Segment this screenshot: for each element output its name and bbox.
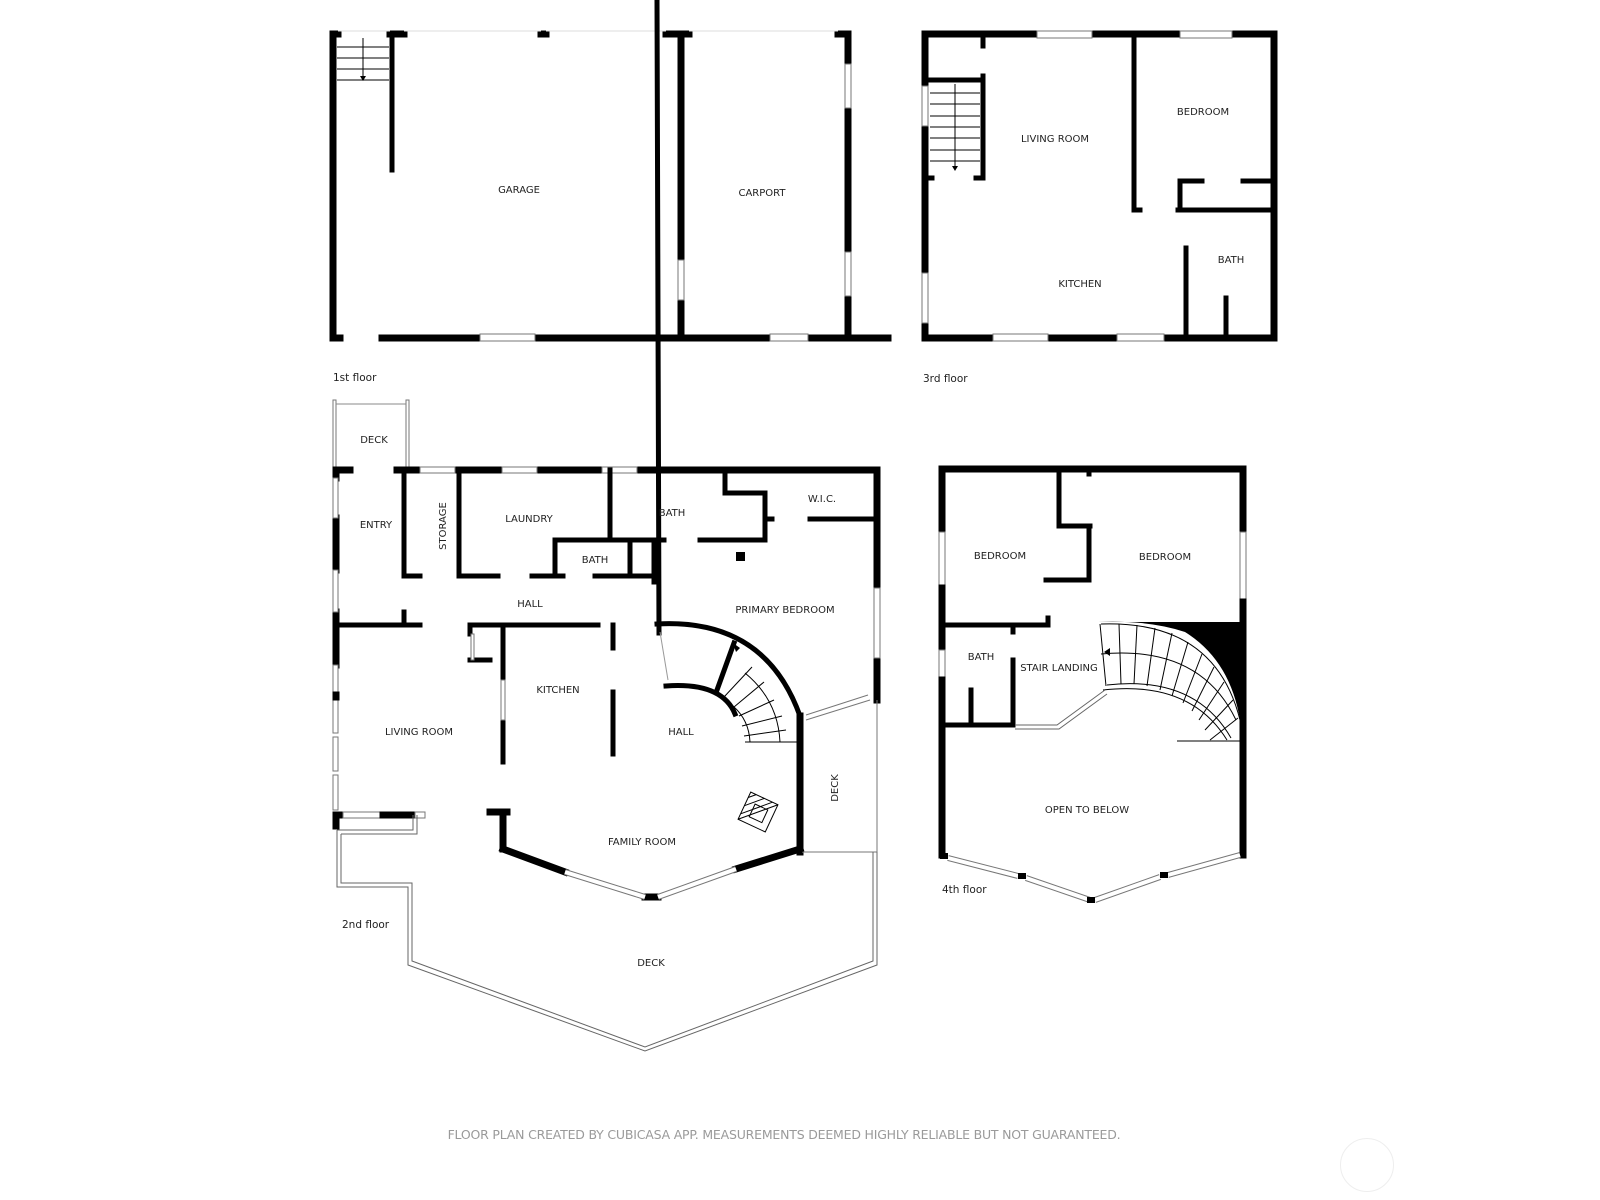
room-label-kitchen: KITCHEN	[536, 685, 579, 696]
room-label-hall-upper: HALL	[517, 599, 543, 610]
window-diag	[564, 866, 738, 900]
room-label-carport: CARPORT	[738, 188, 786, 199]
spiral-stairs-icon	[1015, 623, 1241, 742]
room-label-wic: W.I.C.	[808, 494, 836, 505]
room-label-bath-upper: BATH	[659, 508, 686, 519]
spiral-stairs-icon	[654, 0, 804, 743]
room-label-living-room: LIVING ROOM	[1021, 134, 1089, 145]
fireplace-icon	[737, 791, 779, 833]
room-label-hall-lower: HALL	[668, 727, 694, 738]
stairs-icon	[337, 38, 389, 81]
room-label-storage: STORAGE	[438, 502, 449, 550]
window-diag	[947, 852, 1241, 903]
floor-1st: GARAGE CARPORT 1st floor	[329, 30, 892, 384]
disclaimer-text: FLOOR PLAN CREATED BY CUBICASA APP. MEAS…	[447, 1127, 1121, 1142]
room-label-kitchen: KITCHEN	[1058, 279, 1101, 290]
room-label-bath: BATH	[1218, 255, 1245, 266]
deck-railing	[336, 815, 878, 1052]
room-label-entry: ENTRY	[360, 520, 393, 531]
floor-label-3rd: 3rd floor	[923, 373, 968, 385]
stairs-icon	[930, 84, 980, 171]
floor-label-1st: 1st floor	[333, 372, 377, 384]
room-label-bath: BATH	[968, 652, 995, 663]
floor-label-2nd: 2nd floor	[342, 919, 390, 931]
room-label-garage: GARAGE	[498, 185, 540, 196]
disclaimer-footer: FLOOR PLAN CREATED BY CUBICASA APP. MEAS…	[0, 1127, 1600, 1142]
room-label-stair-landing: STAIR LANDING	[1020, 663, 1098, 674]
floor-2nd: DECK ENTRY STORAGE LAUNDRY BATH W.I.C. B…	[332, 0, 881, 1052]
watermark-badge-icon	[1340, 1138, 1394, 1192]
room-label-bedroom-right: BEDROOM	[1139, 552, 1191, 563]
stair-void	[1098, 621, 1240, 720]
room-label-deck-side: DECK	[830, 774, 841, 802]
room-label-laundry: LAUNDRY	[505, 514, 553, 525]
room-label-bedroom: BEDROOM	[1177, 107, 1229, 118]
room-label-family-room: FAMILY ROOM	[608, 837, 676, 848]
floor-label-4th: 4th floor	[942, 884, 987, 896]
floor-3rd: LIVING ROOM BEDROOM BATH KITCHEN 3rd flo…	[921, 30, 1278, 385]
room-label-living-room: LIVING ROOM	[385, 727, 453, 738]
room-label-bedroom-left: BEDROOM	[974, 551, 1026, 562]
floor-4th: BEDROOM BEDROOM BATH STAIR LANDING OPEN …	[938, 465, 1247, 903]
room-label-deck-main: DECK	[637, 958, 665, 969]
room-label-open-to-below: OPEN TO BELOW	[1045, 805, 1129, 816]
room-label-deck-small: DECK	[360, 435, 388, 446]
room-label-primary-bedroom: PRIMARY BEDROOM	[735, 605, 834, 616]
room-label-bath-small: BATH	[582, 555, 609, 566]
